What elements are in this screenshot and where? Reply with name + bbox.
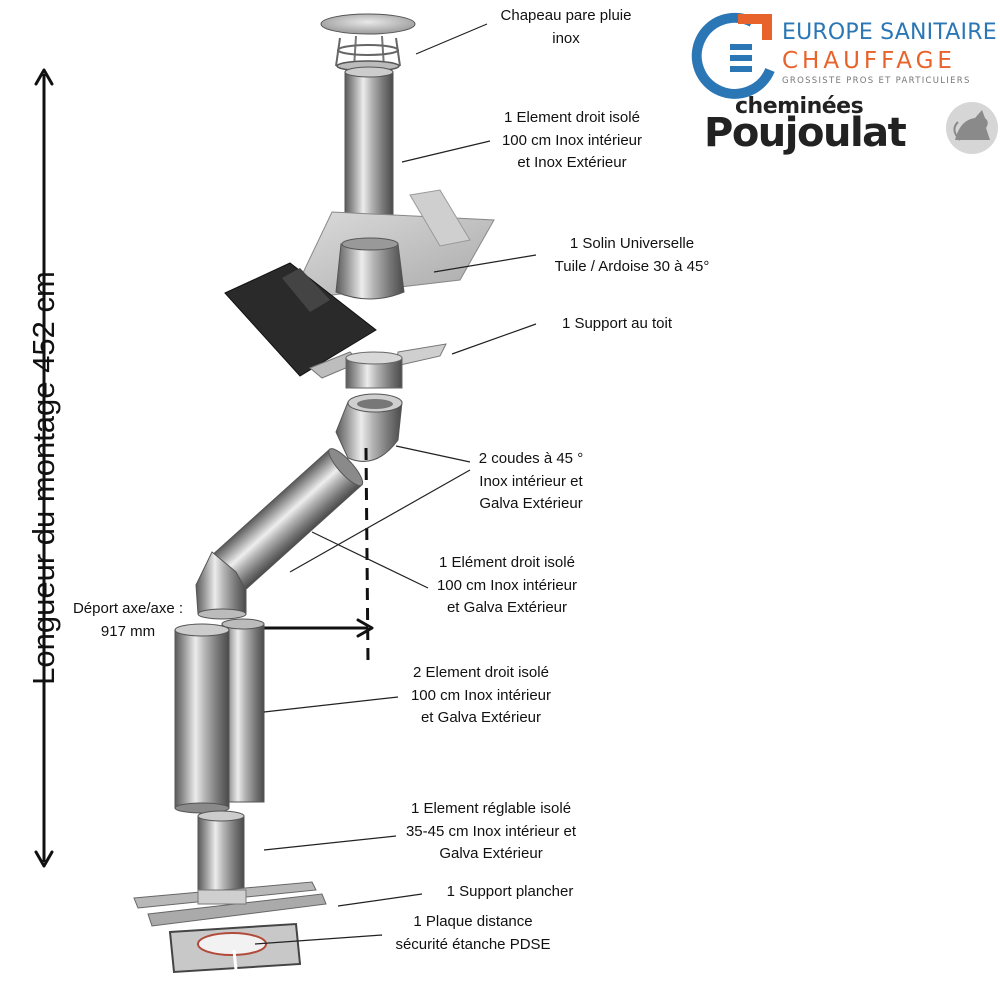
label-line: 100 cm Inox intérieur: [410, 686, 552, 704]
label-line: Inox intérieur et: [479, 472, 583, 490]
dimension-arrow: [34, 68, 54, 868]
label-line: sécurité étanche PDSE: [395, 935, 551, 953]
label-top-element: 1 Element droit isolé 100 cm Inox intéri…: [482, 107, 662, 175]
label-line: 100 cm Inox intérieur: [436, 576, 578, 594]
logo-line-2: Poujoulat: [704, 110, 907, 156]
offset-label-value: 917 mm: [100, 622, 156, 640]
rain-cap: [320, 13, 416, 72]
poujoulat-logo: cheminées Poujoulat: [702, 94, 1000, 162]
lower-elbow: [195, 551, 247, 620]
europe-sanitaire-emblem: [691, 12, 775, 99]
label-line: inox: [552, 29, 580, 47]
label-roof-support: 1 Support au toit: [537, 313, 697, 336]
logo-line-1: EUROPE SANITAIRE: [782, 20, 997, 45]
label-line: Tuile / Ardoise 30 à 45°: [554, 257, 710, 275]
diagonal-element: [211, 448, 364, 592]
label-roof-flashing: 1 Solin Universelle Tuile / Ardoise 30 à…: [532, 233, 732, 278]
label-line: Chapeau pare pluie: [500, 7, 632, 24]
label-line: et Galva Extérieur: [446, 599, 568, 616]
adjustable-element: [197, 810, 245, 897]
label-distance-plate: 1 Plaque distance sécurité étanche PDSE: [378, 911, 568, 956]
label-line: 1 Plaque distance: [413, 913, 533, 930]
offset-label-line: Déport axe/axe :: [72, 600, 184, 617]
europe-sanitaire-logo: EUROPE SANITAIRE CHAUFFAGE GROSSISTE PRO…: [698, 8, 997, 90]
floor-support: [133, 881, 327, 927]
roof-flashing: [224, 189, 495, 377]
label-line: 1 Element droit isolé: [504, 109, 640, 126]
label-line: 1 Support plancher: [446, 883, 574, 900]
axis-dashed-line: [364, 447, 370, 663]
label-line: 2 coudes à 45 °: [478, 450, 584, 467]
label-line: et Inox Extérieur: [517, 154, 627, 171]
label-line: Galva Extérieur: [439, 845, 543, 862]
label-line: et Galva Extérieur: [420, 709, 542, 726]
label-twin-elements: 2 Element droit isolé 100 cm Inox intéri…: [386, 662, 576, 730]
label-elbows: 2 coudes à 45 ° Inox intérieur et Galva …: [456, 448, 606, 516]
cat-emblem: [946, 102, 998, 154]
offset-label: Déport axe/axe : 917 mm: [58, 598, 198, 643]
label-line: 35-45 cm Inox intérieur et: [405, 822, 577, 840]
label-diagonal-element: 1 Elément droit isolé 100 cm Inox intéri…: [412, 552, 602, 620]
label-line: 1 Solin Universelle: [569, 235, 695, 252]
twin-straight-elements: [174, 618, 265, 814]
label-line: 2 Element droit isolé: [413, 664, 549, 681]
label-adjustable-element: 1 Element réglable isolé 35-45 cm Inox i…: [386, 798, 596, 866]
label-line: 1 Elément droit isolé: [439, 554, 575, 571]
label-line: 1 Element réglable isolé: [410, 800, 572, 817]
label-line: 100 cm Inox intérieur: [501, 131, 643, 149]
label-rain-cap: Chapeau pare pluie inox: [476, 5, 656, 50]
roof-support: [309, 343, 447, 389]
logo-line-1: cheminées: [735, 94, 864, 119]
logo-tagline: GROSSISTE PROS ET PARTICULIERS: [782, 76, 971, 86]
label-line: 1 Support au toit: [561, 315, 673, 332]
label-line: Galva Extérieur: [479, 495, 583, 512]
label-floor-support: 1 Support plancher: [420, 881, 600, 904]
logo-line-2: CHAUFFAGE: [782, 48, 956, 74]
assembly-length-label: Longueur du montage 452 cm: [26, 271, 61, 685]
upper-elbow: [335, 393, 403, 462]
distance-plate: [168, 922, 302, 974]
leader-lines: [254, 23, 537, 945]
